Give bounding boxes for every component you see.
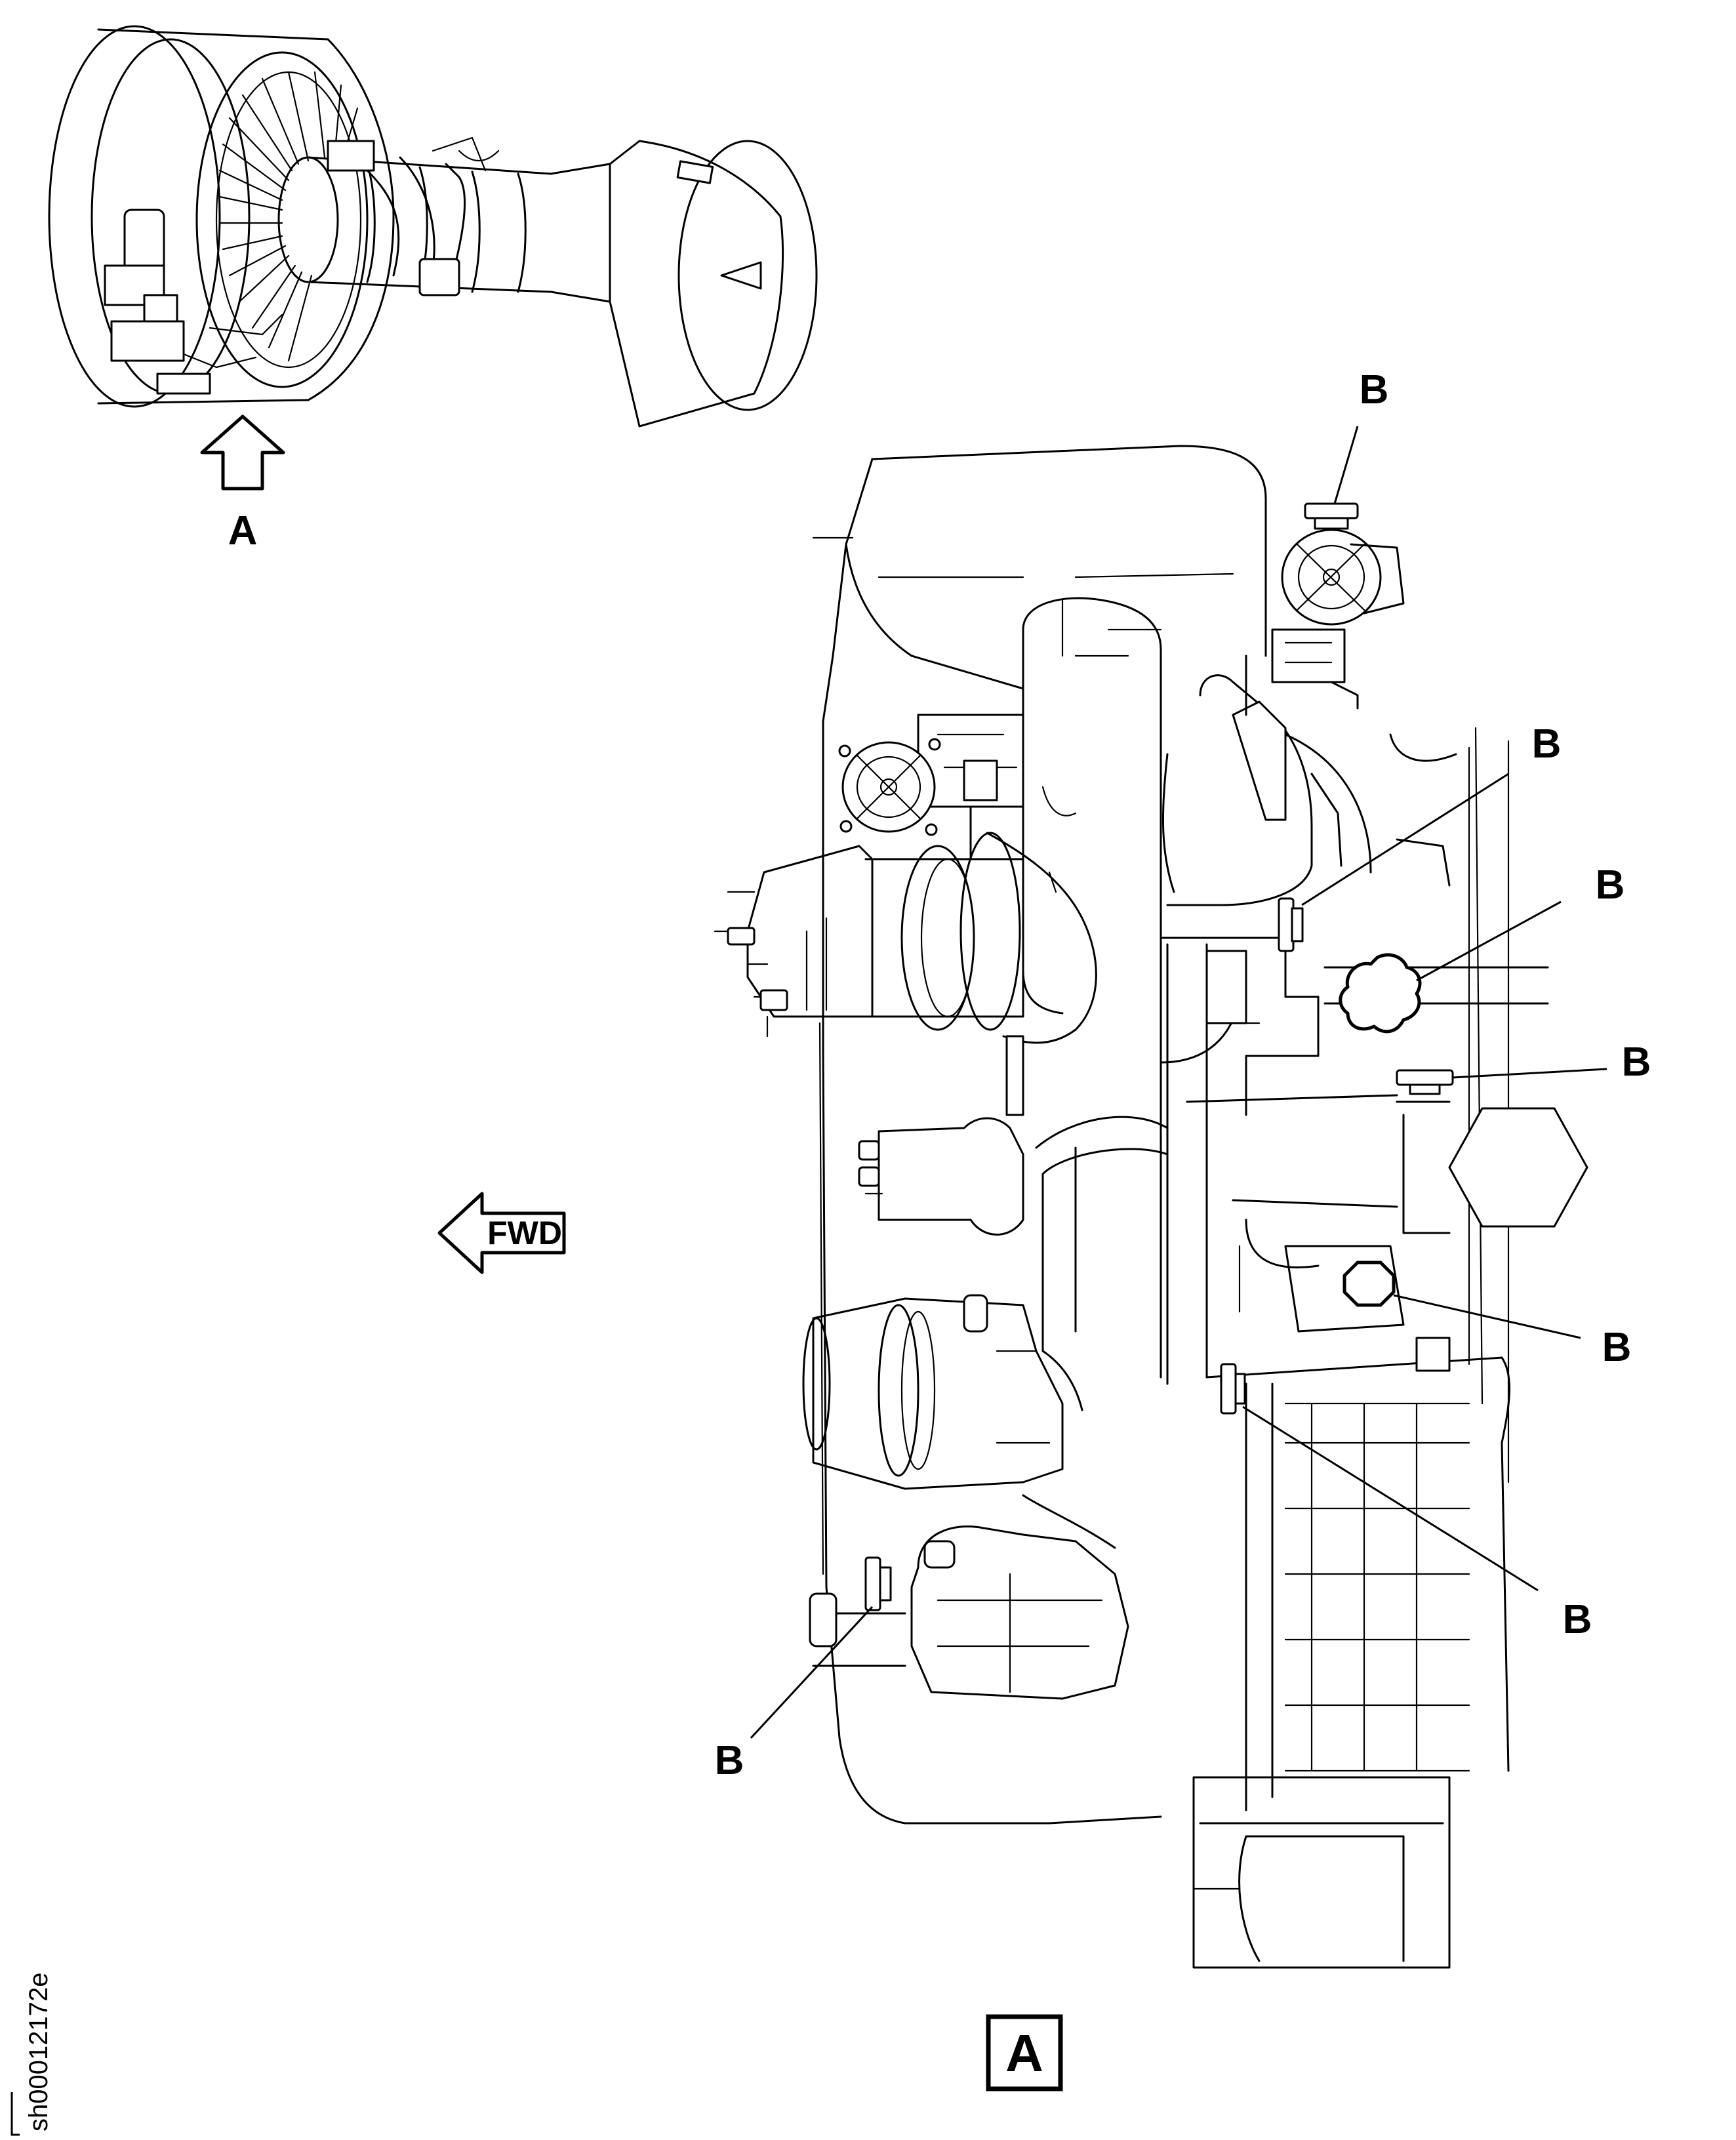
callout-b4 [1396, 1068, 1607, 1095]
callout-b1 [1304, 426, 1359, 530]
view-a-accessory-drawing [714, 445, 1588, 1969]
figure-id: sh00012172e [24, 1973, 53, 2131]
callout-b2 [1278, 773, 1509, 952]
engine-overview-illustration [48, 25, 818, 428]
callout-label-b4: B [1622, 1040, 1651, 1085]
view-a-label: A [228, 508, 258, 554]
callout-label-b6: B [1563, 1597, 1592, 1642]
fwd-label: FWD [487, 1215, 562, 1251]
callout-b7 [750, 1556, 892, 1739]
callout-b3 [1339, 900, 1562, 1034]
callout-b5 [1342, 1261, 1581, 1339]
callout-label-b2: B [1532, 721, 1562, 767]
callout-b6 [1220, 1363, 1539, 1592]
view-a-tag [986, 2014, 1063, 2091]
view-a-tag-label: A [1005, 2024, 1043, 2082]
fwd-arrow [437, 1192, 566, 1274]
callout-label-b5: B [1602, 1325, 1632, 1370]
callout-label-b1: B [1360, 367, 1389, 413]
view-arrow-a [200, 414, 285, 491]
callout-label-b7: B [715, 1738, 744, 1783]
callout-label-b3: B [1596, 862, 1625, 908]
figure-id-mark [10, 2092, 20, 2136]
